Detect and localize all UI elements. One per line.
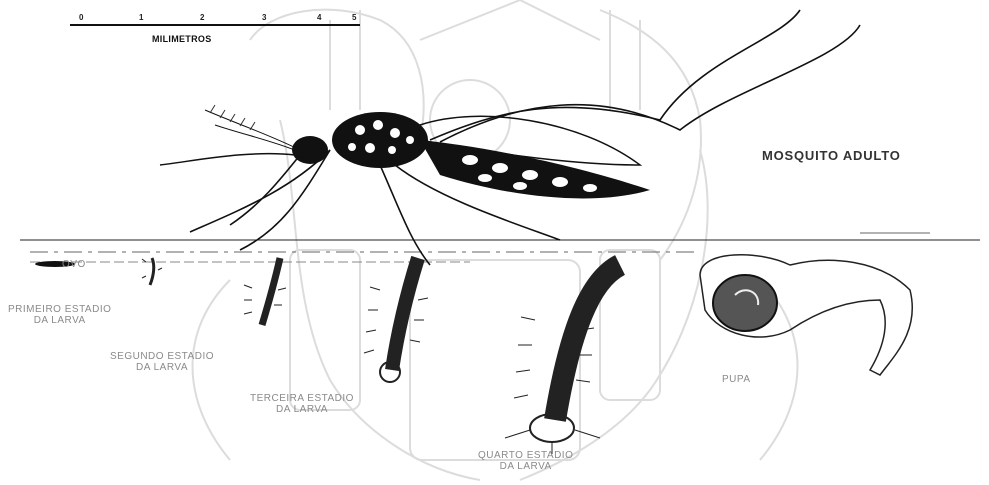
scale-tick-5: 5: [352, 13, 356, 22]
scale-unit-label: MILIMETROS: [152, 34, 212, 44]
scale-tick-2: 2: [200, 13, 204, 22]
larva-stage-3-label: TERCEIRA ESTADIO DA LARVA: [250, 393, 354, 415]
larva-stage-1-label-line2: DA LARVA: [8, 315, 111, 326]
larva-stage-4-label-line1: QUARTO ESTADIO: [478, 450, 573, 461]
scale-tick-4: 4: [317, 13, 321, 22]
adult-mosquito-label: MOSQUITO ADULTO: [762, 148, 901, 163]
larva-stage-4: [505, 265, 620, 454]
scale-tick-1: 1: [139, 13, 143, 22]
larva-stage-2-label-line1: SEGUNDO ESTADIO: [110, 351, 214, 362]
larva-stage-2: [244, 258, 286, 325]
scale-tick-3: 3: [262, 13, 266, 22]
pupa: [700, 255, 912, 375]
larva-stage-1-label: PRIMEIRO ESTADIO DA LARVA: [8, 304, 111, 326]
water-surface: [20, 233, 980, 262]
larva-stage-4-label: QUARTO ESTADIO DA LARVA: [478, 450, 573, 472]
scale-tick-0: 0: [79, 13, 83, 22]
larva-stage-2-label-line2: DA LARVA: [110, 362, 214, 373]
larva-stage-2-label: SEGUNDO ESTADIO DA LARVA: [110, 351, 214, 373]
egg-label: OVO: [62, 259, 86, 270]
larva-stage-1-label-line1: PRIMEIRO ESTADIO: [8, 304, 111, 315]
larva-stage-4-label-line2: DA LARVA: [478, 461, 573, 472]
larva-stage-3-label-line2: DA LARVA: [250, 404, 354, 415]
larva-stage-3: [364, 258, 428, 382]
pupa-label: PUPA: [722, 374, 751, 385]
adult-mosquito: [160, 10, 860, 265]
larva-stage-3-label-line1: TERCEIRA ESTADIO: [250, 393, 354, 404]
